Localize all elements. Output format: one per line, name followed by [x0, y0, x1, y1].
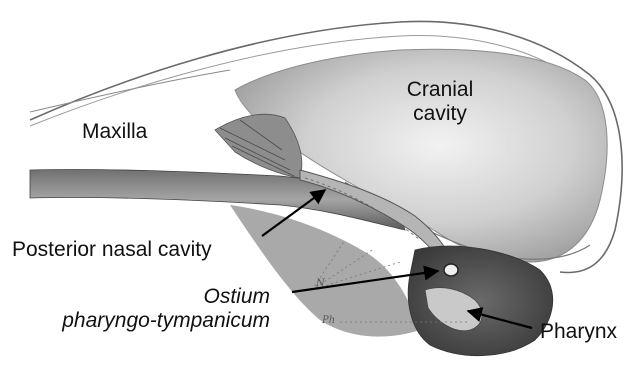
label-cranial-cavity: Cranial cavity [380, 78, 500, 126]
label-ostium-line2: pharyngo-tympanicum [10, 309, 270, 333]
label-cranial-line1: Cranial [380, 78, 500, 102]
tissue-bundle [215, 114, 302, 178]
label-pharynx: Pharynx [540, 320, 617, 344]
ostium-opening [444, 264, 458, 276]
label-ostium-line1: Ostium [10, 285, 270, 309]
label-ostium: Ostium pharyngo-tympanicum [10, 285, 270, 333]
mark-n: N [316, 278, 325, 289]
label-maxilla: Maxilla [82, 120, 147, 144]
label-posterior-nasal-cavity: Posterior nasal cavity [12, 238, 212, 262]
label-cranial-line2: cavity [380, 102, 500, 126]
mark-ph: Ph [322, 315, 335, 326]
snout-upper-line [30, 70, 230, 112]
